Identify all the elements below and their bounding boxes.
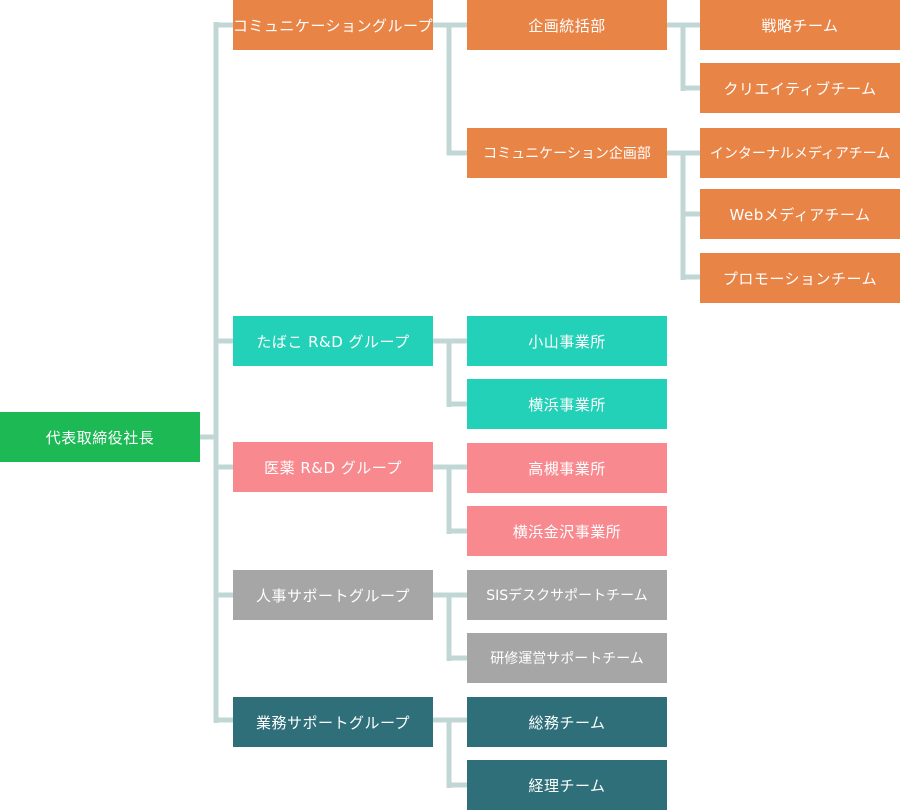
hr-support-group-node: 人事サポートグループ [233,570,433,620]
sis-desk-support-team-node: SISデスクサポートチーム [467,570,667,620]
communication-group-node: コミュニケーショングループ [233,0,433,50]
internal-media-team-node: インターナルメディアチーム [700,128,900,178]
ceo-node: 代表取締役社長 [0,412,200,462]
planning-dept-node: 企画統括部 [467,0,667,50]
strategy-team-node: 戦略チーム [700,0,900,50]
yokohama-kanazawa-office-node: 横浜金沢事業所 [467,506,667,556]
yokohama-office-node: 横浜事業所 [467,379,667,429]
accounting-team-node: 経理チーム [467,760,667,810]
pharma-rd-group-node: 医薬 R&D グループ [233,442,433,492]
general-affairs-team-node: 総務チーム [467,697,667,747]
tobacco-rd-group-node: たばこ R&D グループ [233,316,433,366]
training-support-team-node: 研修運営サポートチーム [467,633,667,683]
takatsuki-office-node: 高槻事業所 [467,443,667,493]
web-media-team-node: Webメディアチーム [700,189,900,239]
communication-planning-dept-node: コミュニケーション企画部 [467,128,667,178]
promotion-team-node: プロモーションチーム [700,253,900,303]
creative-team-node: クリエイティブチーム [700,63,900,113]
business-support-group-node: 業務サポートグループ [233,697,433,747]
oyama-office-node: 小山事業所 [467,316,667,366]
